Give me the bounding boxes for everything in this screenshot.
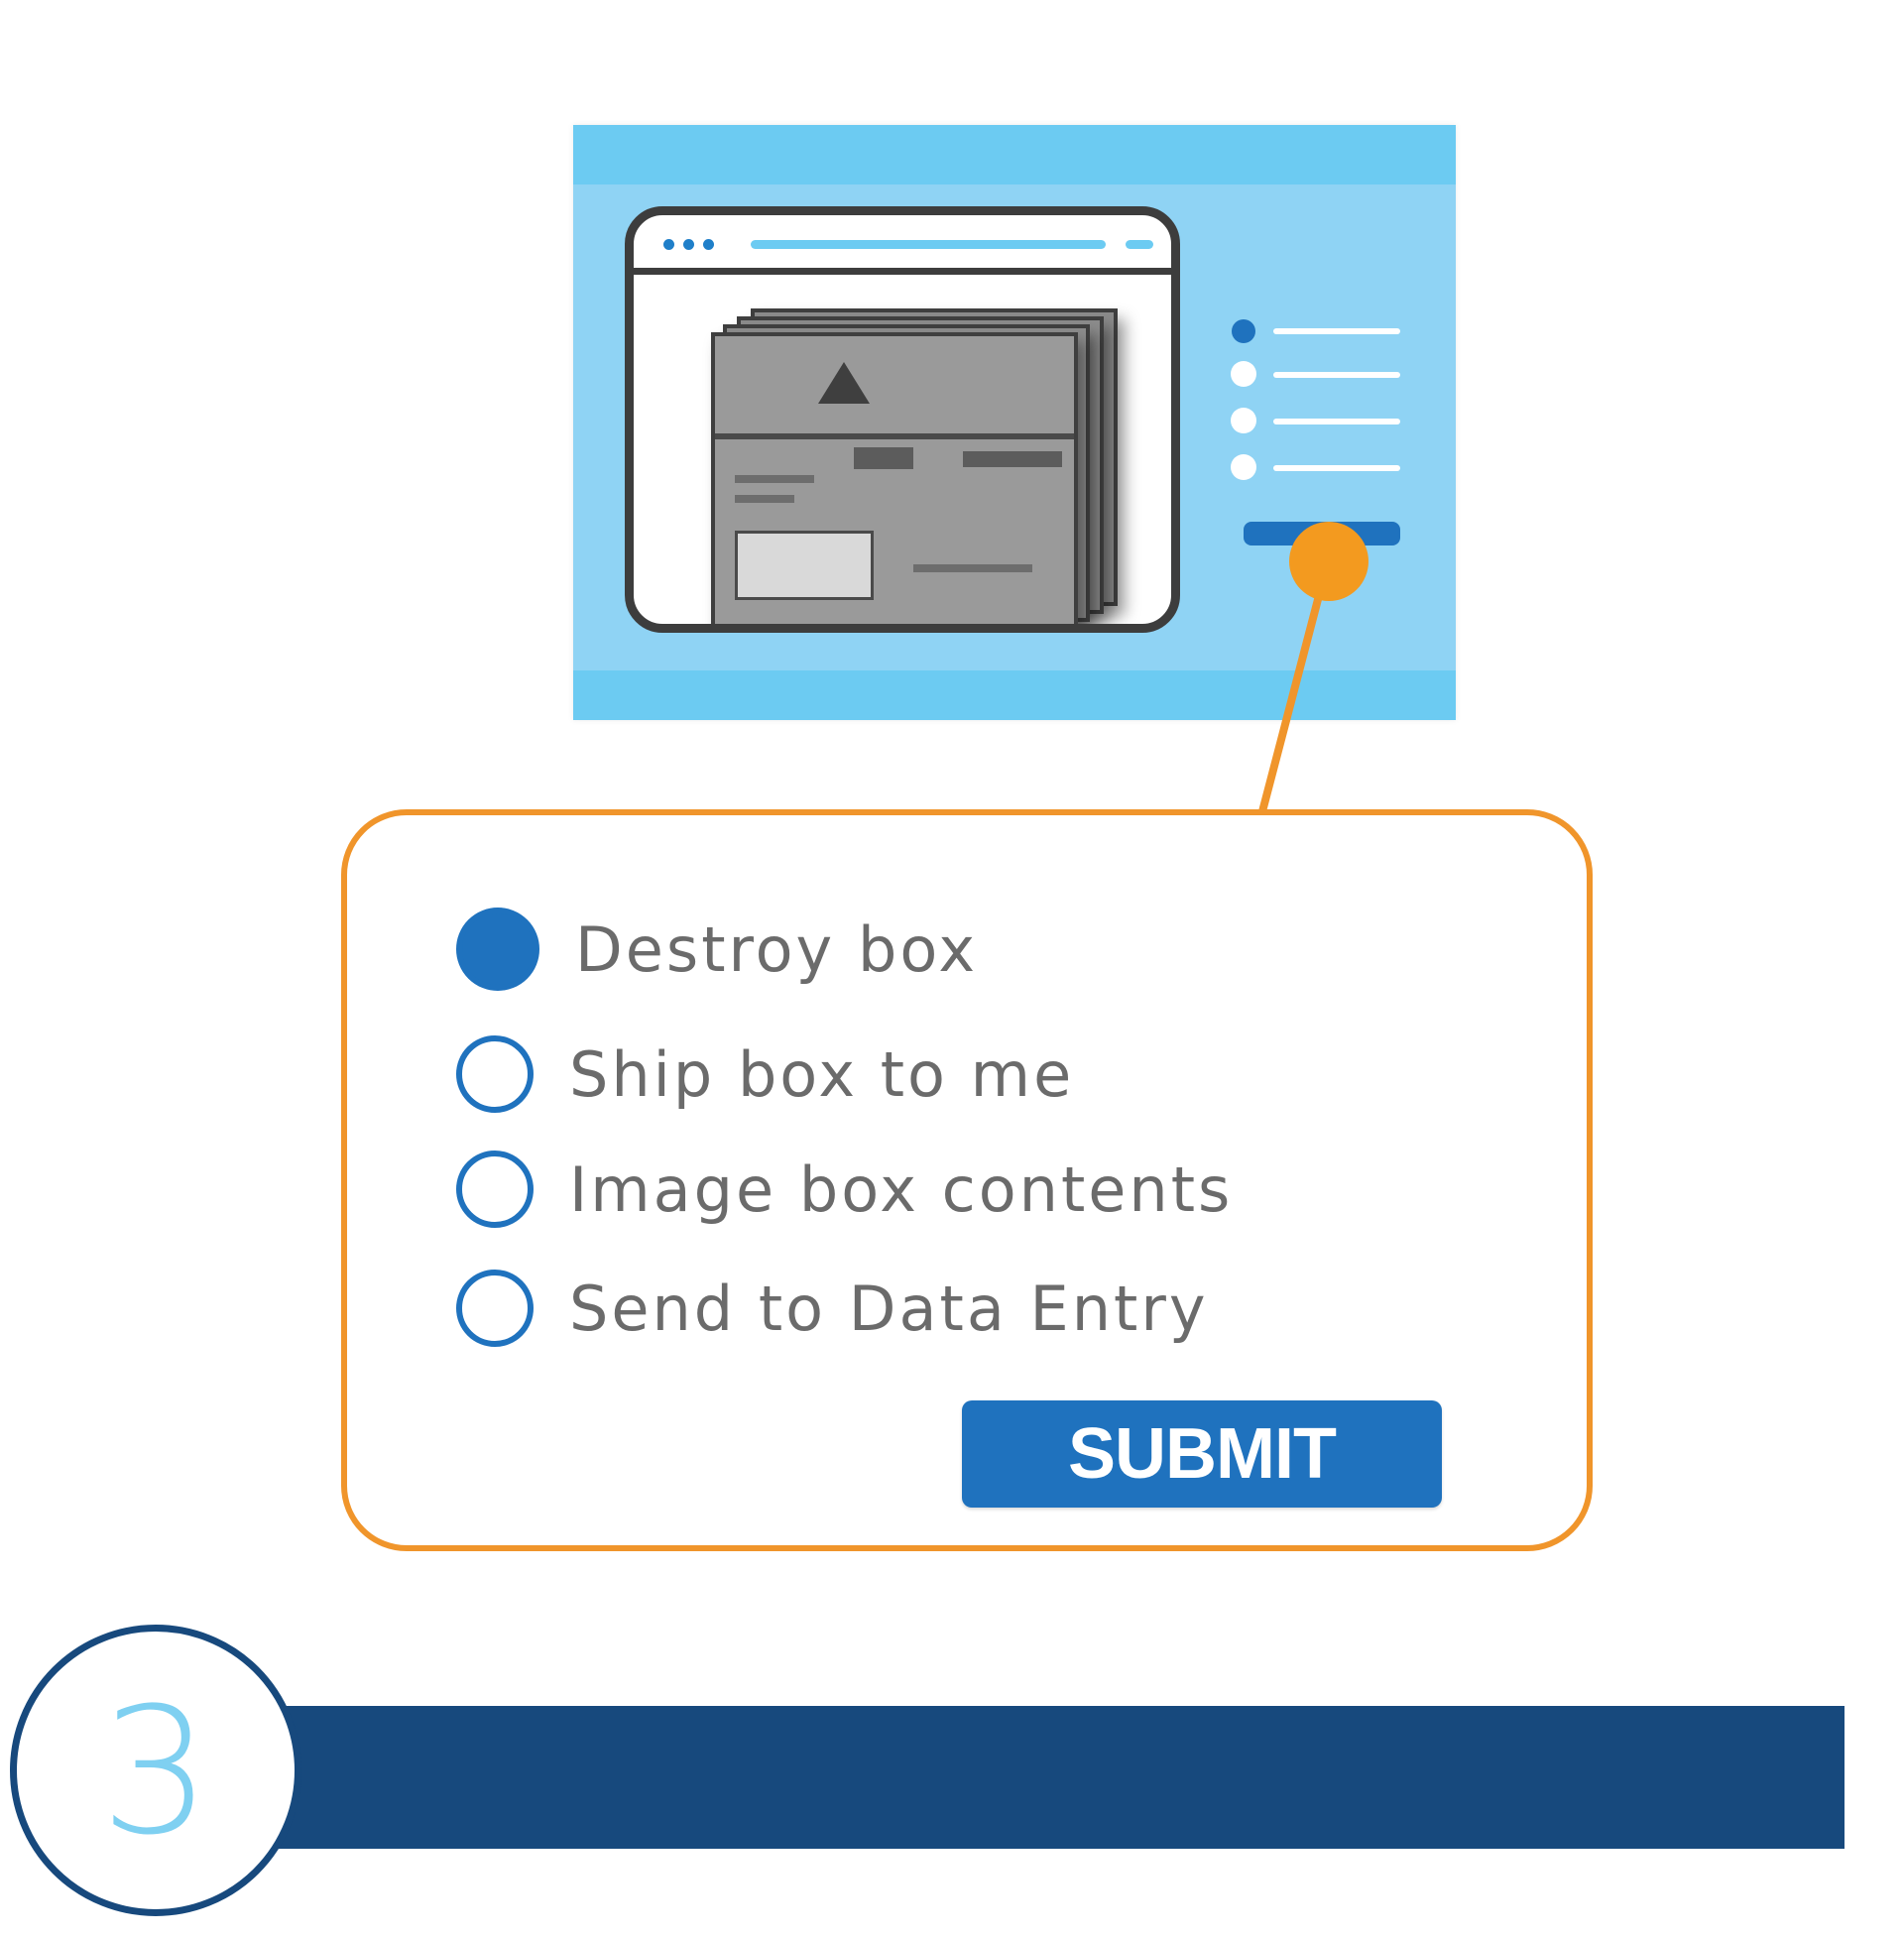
document-form-box bbox=[735, 531, 874, 600]
mini-submit-button-icon bbox=[1244, 522, 1400, 545]
step-progress-bar bbox=[228, 1706, 1844, 1849]
browser-address-bar-end bbox=[1126, 240, 1153, 249]
document-line bbox=[735, 495, 794, 503]
option-send-to-data-entry[interactable]: Send to Data Entry bbox=[456, 1264, 1209, 1353]
document-stack-icon bbox=[711, 308, 1118, 624]
options-callout: Destroy box Ship box to me Image box con… bbox=[341, 809, 1593, 1551]
document-block bbox=[963, 451, 1062, 467]
option-label: Send to Data Entry bbox=[569, 1272, 1209, 1345]
logo-triangle-icon bbox=[818, 362, 870, 404]
illustration-band-bottom bbox=[573, 670, 1456, 720]
radio-icon[interactable] bbox=[456, 1270, 534, 1347]
mini-option-line bbox=[1273, 328, 1400, 334]
browser-dot-icon bbox=[683, 239, 694, 250]
mini-option-line bbox=[1273, 372, 1400, 378]
radio-icon[interactable] bbox=[456, 1151, 534, 1228]
document-divider bbox=[715, 433, 1074, 439]
mini-radio-icon bbox=[1231, 408, 1256, 433]
illustration-panel bbox=[573, 125, 1456, 720]
mini-radio-icon bbox=[1231, 361, 1256, 387]
option-label: Destroy box bbox=[575, 912, 979, 986]
mini-option-line bbox=[1273, 465, 1400, 471]
browser-title-bar bbox=[634, 215, 1171, 275]
step-number: 3 bbox=[100, 1670, 211, 1874]
option-ship-box[interactable]: Ship box to me bbox=[456, 1030, 1074, 1119]
mini-radio-icon bbox=[1231, 454, 1256, 480]
option-label: Image box contents bbox=[569, 1152, 1234, 1226]
illustration-band-top bbox=[573, 125, 1456, 184]
mini-option-line bbox=[1273, 419, 1400, 424]
document-page-front-icon bbox=[711, 332, 1078, 624]
radio-selected-icon[interactable] bbox=[456, 908, 539, 991]
submit-button[interactable]: SUBMIT bbox=[962, 1400, 1442, 1508]
browser-window-icon bbox=[625, 206, 1180, 633]
mini-radio-selected-icon bbox=[1232, 319, 1255, 343]
browser-dot-icon bbox=[703, 239, 714, 250]
radio-icon[interactable] bbox=[456, 1035, 534, 1113]
browser-dot-icon bbox=[663, 239, 674, 250]
document-block bbox=[854, 447, 913, 469]
option-label: Ship box to me bbox=[569, 1037, 1075, 1111]
option-image-box[interactable]: Image box contents bbox=[456, 1145, 1233, 1234]
option-destroy-box[interactable]: Destroy box bbox=[456, 905, 978, 994]
step-number-badge: 3 bbox=[10, 1625, 301, 1916]
document-line bbox=[735, 475, 814, 483]
browser-address-bar bbox=[751, 240, 1106, 249]
document-line bbox=[913, 564, 1032, 572]
